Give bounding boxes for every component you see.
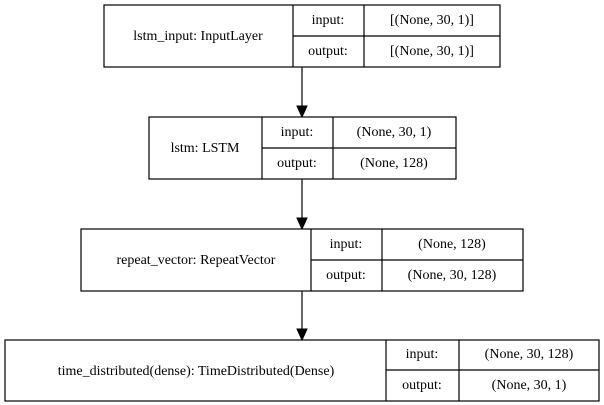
node-lstm-name: lstm: LSTM <box>171 141 240 156</box>
node-time-distributed-name: time_distributed(dense): TimeDistributed… <box>58 364 335 379</box>
node-time-distributed-input-shape: (None, 30, 128) <box>485 347 574 362</box>
edge-lstm-input-to-lstm <box>296 67 308 119</box>
node-lstm-input-name: lstm_input: InputLayer <box>133 29 263 44</box>
node-lstm-input-output-label: output: <box>308 44 348 59</box>
node-lstm-output-shape: (None, 128) <box>360 156 428 171</box>
node-time-distributed-input-label: input: <box>406 347 439 362</box>
node-repeat-vector-input-label: input: <box>330 237 363 252</box>
node-repeat-vector-input-shape: (None, 128) <box>418 237 486 252</box>
node-lstm-input-input-shape: [(None, 30, 1)] <box>390 13 474 28</box>
node-time-distributed: time_distributed(dense): TimeDistributed… <box>4 339 600 402</box>
node-repeat-vector: repeat_vector: RepeatVector input: outpu… <box>80 228 524 292</box>
node-lstm-output-label: output: <box>277 156 317 171</box>
node-lstm-input-output-shape: [(None, 30, 1)] <box>390 44 474 59</box>
node-lstm: lstm: LSTM input: output: (None, 30, 1) … <box>148 116 457 180</box>
node-time-distributed-output-shape: (None, 30, 1) <box>492 378 567 393</box>
node-lstm-input: lstm_input: InputLayer input: output: [(… <box>103 4 501 68</box>
node-lstm-input-label: input: <box>281 125 314 140</box>
node-repeat-vector-output-label: output: <box>326 268 366 283</box>
node-lstm-input-shape: (None, 30, 1) <box>357 125 432 140</box>
node-time-distributed-output-label: output: <box>402 378 442 393</box>
node-repeat-vector-output-shape: (None, 30, 128) <box>408 268 497 283</box>
node-lstm-input-input-label: input: <box>312 13 345 28</box>
edge-repeat-vector-to-time-distributed <box>296 291 308 342</box>
edge-lstm-to-repeat-vector <box>296 179 308 231</box>
node-repeat-vector-name: repeat_vector: RepeatVector <box>117 253 276 268</box>
